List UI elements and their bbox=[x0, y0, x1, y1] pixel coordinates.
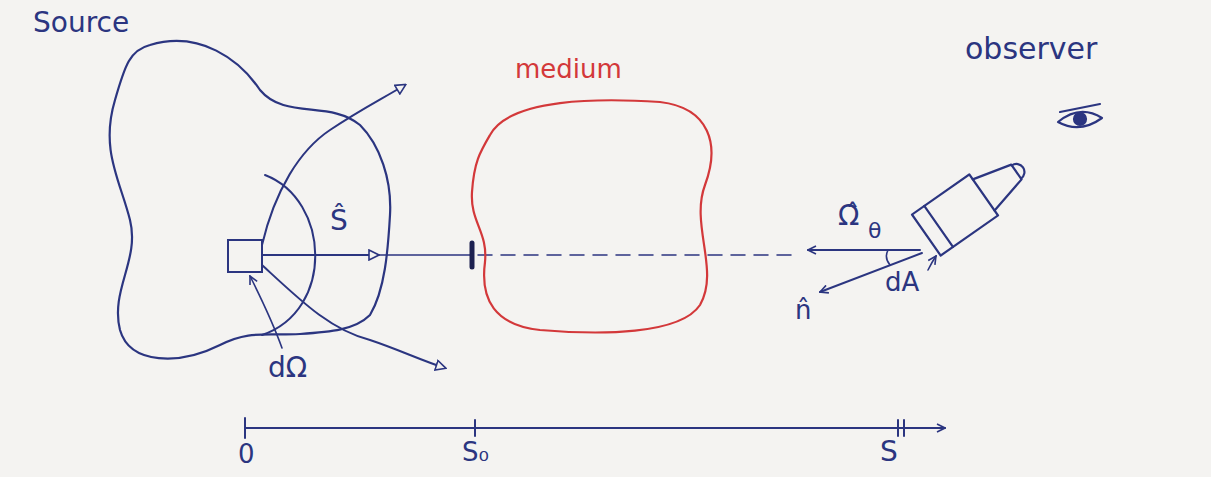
leader-arrow bbox=[928, 256, 936, 270]
axis-value: S bbox=[880, 435, 898, 468]
text-holder: dA bbox=[885, 268, 919, 298]
source-region: Source bbox=[25, 5, 395, 370]
axis-tick bbox=[474, 420, 476, 436]
entry-mark bbox=[470, 243, 475, 267]
angle-symbol: θ bbox=[868, 218, 881, 243]
area-symbol: dA bbox=[885, 267, 919, 297]
direction-symbol: Ω̂ bbox=[838, 199, 859, 232]
outline-stroke bbox=[1074, 113, 1086, 125]
outline-stroke bbox=[1060, 104, 1100, 112]
medium-region: medium bbox=[460, 50, 740, 350]
region-heading: observer bbox=[965, 31, 1097, 66]
volume-element bbox=[228, 240, 262, 272]
leader-arrow bbox=[250, 276, 282, 348]
outline-stroke bbox=[1012, 161, 1028, 179]
axis-value: 0 bbox=[238, 439, 255, 469]
axis-tick bbox=[903, 420, 905, 436]
text-holder: medium bbox=[515, 55, 622, 85]
text-holder: observer bbox=[965, 32, 1097, 67]
outline-stroke bbox=[110, 41, 391, 359]
angle-arc bbox=[886, 250, 890, 265]
solid-angle-symbol: dΩ bbox=[268, 351, 307, 384]
direction-arrow bbox=[262, 254, 378, 256]
direction-symbol: Ŝ bbox=[330, 204, 348, 237]
text-holder: 0 bbox=[238, 440, 255, 470]
text-holder: θ bbox=[868, 218, 881, 243]
normal-symbol: n̂ bbox=[795, 295, 811, 325]
outline-stroke bbox=[912, 174, 998, 255]
outline-stroke bbox=[973, 156, 1028, 210]
text-holder: n̂ bbox=[795, 296, 811, 326]
outline bbox=[25, 5, 395, 370]
outline-stroke bbox=[472, 100, 712, 332]
direction-arrow bbox=[808, 249, 920, 251]
axis-tick bbox=[244, 418, 246, 438]
outline-stroke bbox=[924, 206, 953, 247]
region-heading: Source bbox=[33, 6, 129, 39]
text-holder: S bbox=[880, 436, 898, 468]
region-heading: medium bbox=[515, 54, 622, 84]
text-holder: dΩ bbox=[268, 352, 307, 384]
outline-stroke bbox=[1058, 112, 1102, 127]
axis-tick bbox=[897, 420, 899, 436]
line-of-sight bbox=[378, 254, 470, 256]
text-holder: Source bbox=[33, 7, 129, 39]
observer-detector: observer bbox=[880, 20, 1200, 260]
text-holder: S₀ bbox=[462, 438, 489, 468]
outline bbox=[460, 50, 740, 350]
text-holder: Ω̂ bbox=[838, 200, 859, 232]
text-holder: Ŝ bbox=[330, 205, 348, 237]
path-axis bbox=[245, 427, 945, 429]
axis-value: S₀ bbox=[462, 437, 489, 467]
line-of-sight bbox=[478, 254, 800, 256]
